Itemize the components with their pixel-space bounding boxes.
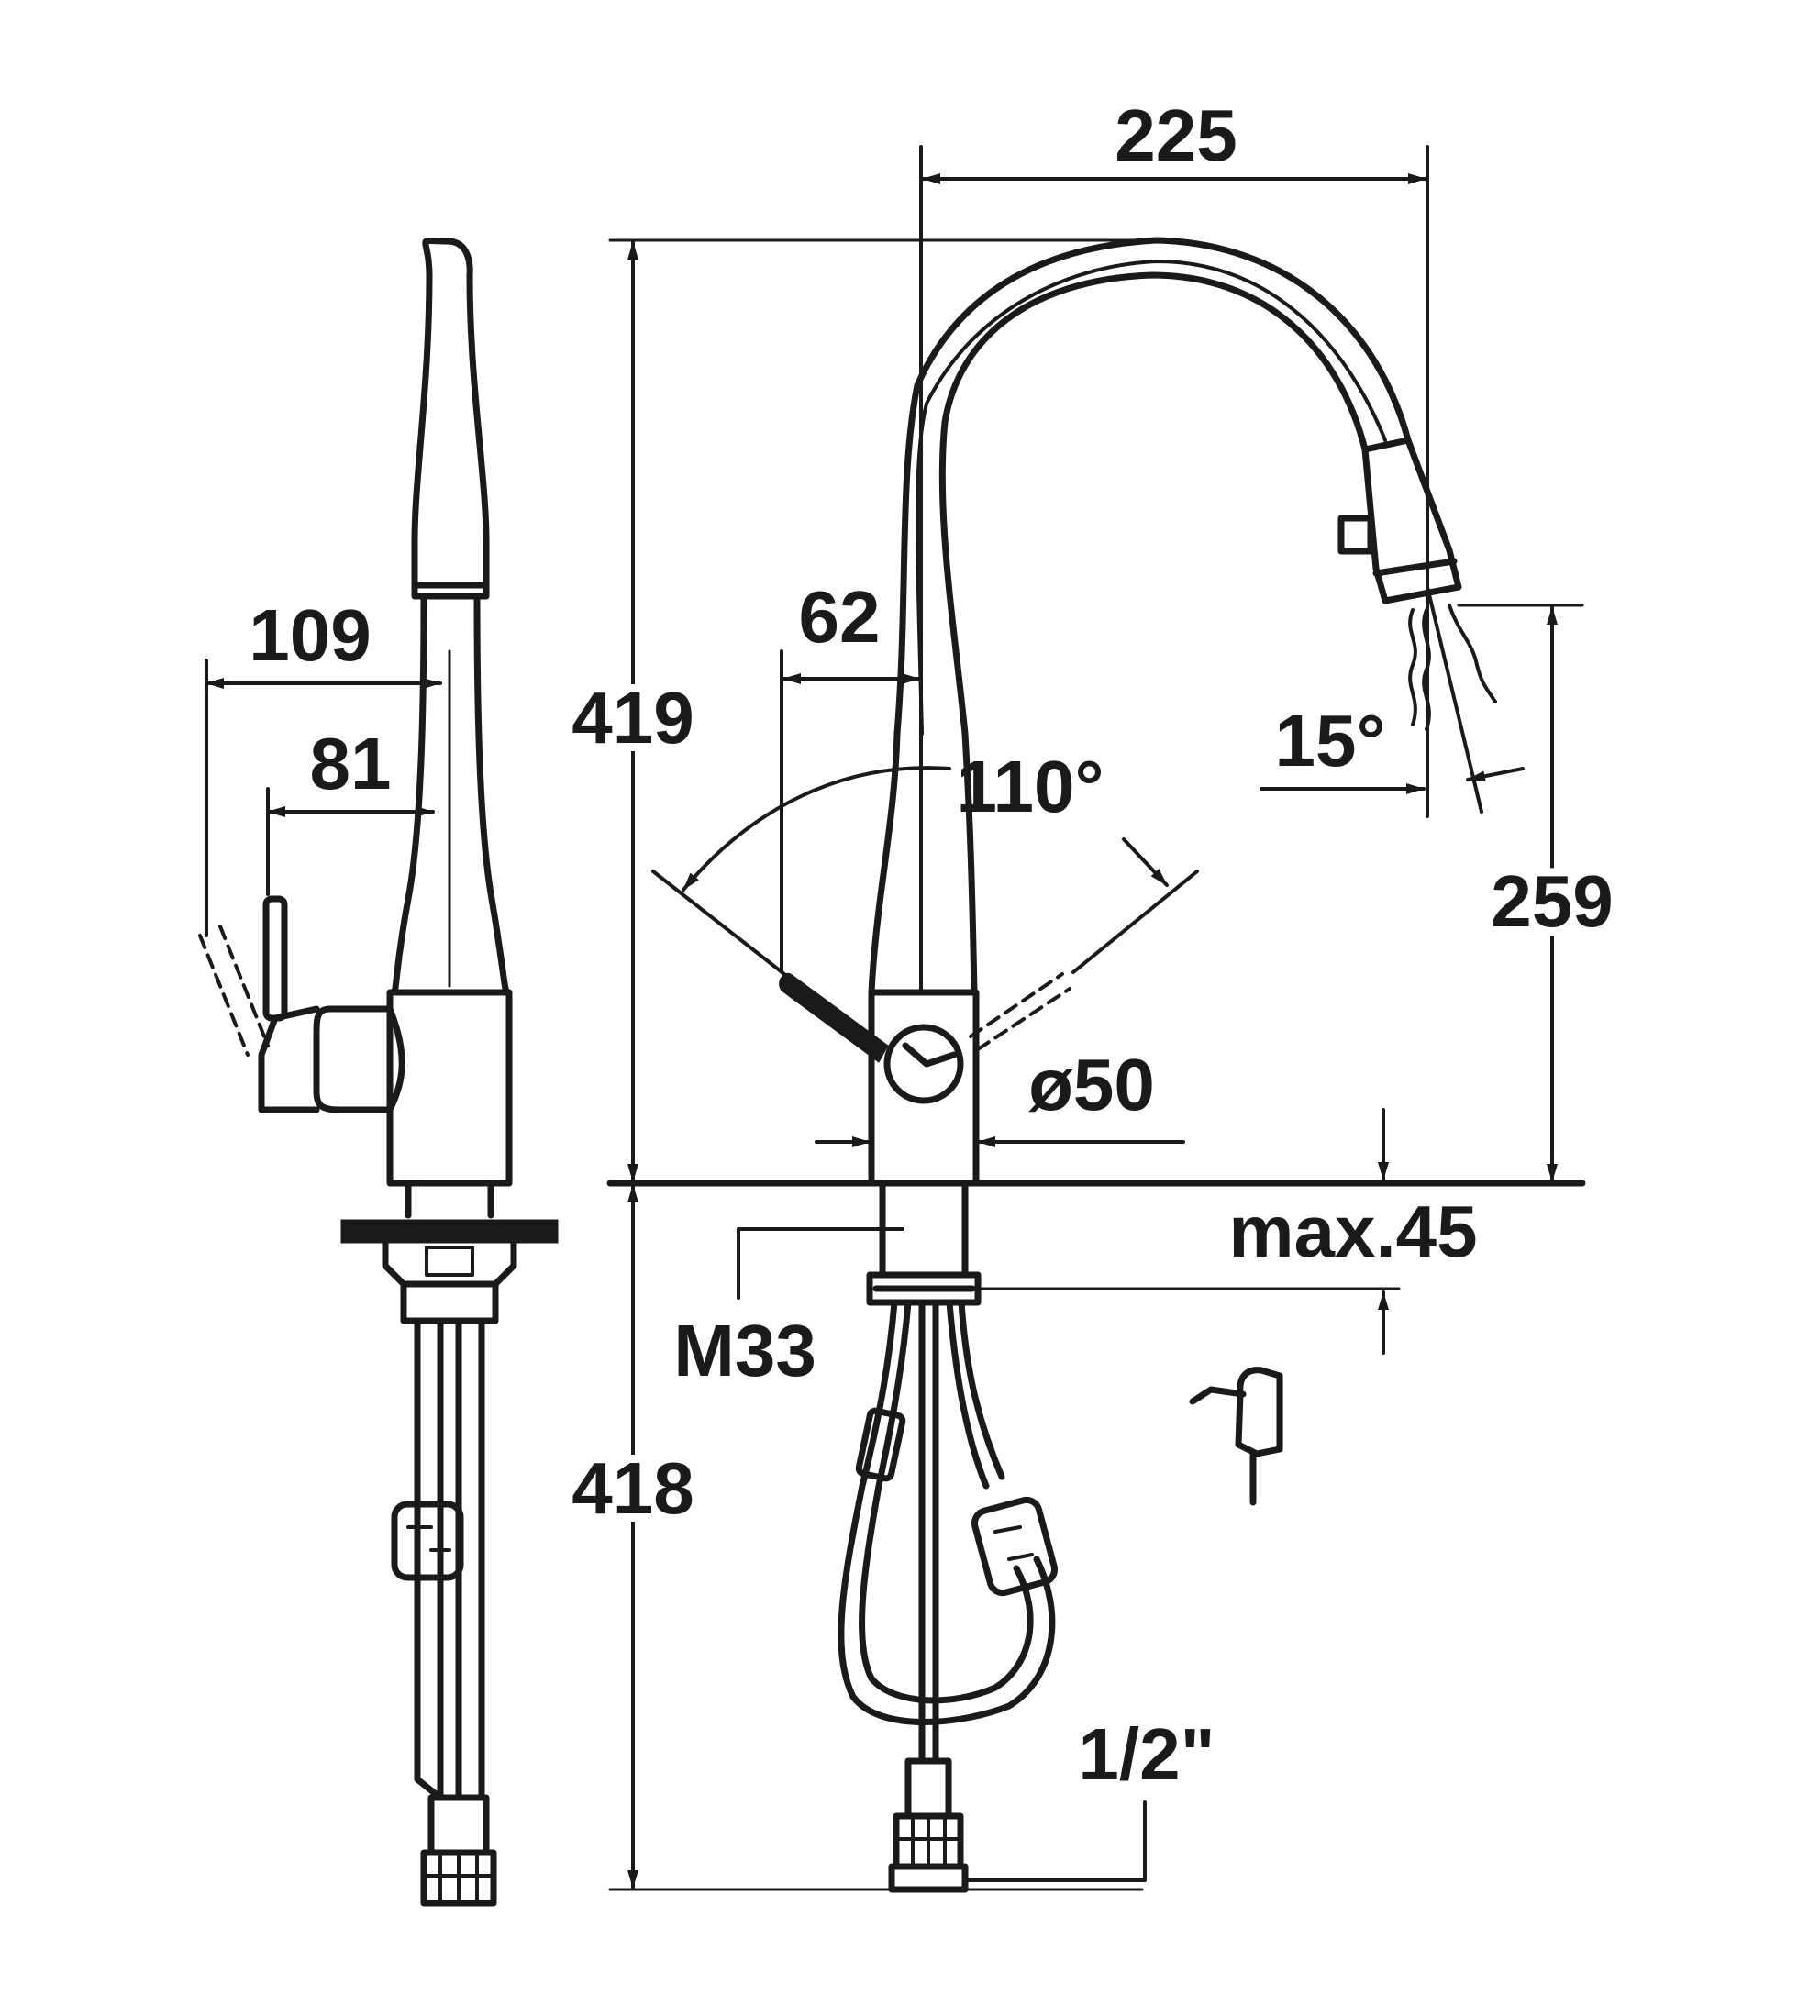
dimension-diameter-label: ø50 xyxy=(1028,1044,1155,1125)
dimension-109-label: 109 xyxy=(249,594,371,676)
dimension-15-angle: 15° xyxy=(1260,585,1525,814)
dimension-225-label: 225 xyxy=(1115,94,1237,176)
side-spray-head xyxy=(411,237,490,600)
front-view: 225 419 62 110° 15° xyxy=(563,94,1622,1893)
side-hoses xyxy=(391,1317,497,1907)
dimension-81: 81 xyxy=(266,723,435,896)
thread-label-leader: M33 xyxy=(673,1227,904,1391)
front-lever-hub xyxy=(883,1024,964,1104)
dimension-418-label: 418 xyxy=(572,1447,694,1529)
dimension-110-angle: 110° xyxy=(651,746,1199,976)
dimension-259: 259 xyxy=(1457,604,1622,1183)
connection-label-leader: 1/2" xyxy=(963,1713,1215,1882)
front-spray-head xyxy=(1361,437,1462,604)
water-stream xyxy=(1408,604,1497,731)
connection-label: 1/2" xyxy=(1078,1713,1215,1795)
dimension-62-label: 62 xyxy=(799,576,881,658)
thread-label: M33 xyxy=(673,1310,816,1391)
dimension-259-label: 259 xyxy=(1491,860,1613,942)
dimension-419: 419 xyxy=(563,240,703,1183)
side-body xyxy=(386,989,513,1187)
connector-detail xyxy=(1189,1367,1283,1506)
side-view: 109 81 xyxy=(198,237,559,1907)
dimension-110-label: 110° xyxy=(956,746,1104,827)
side-lever xyxy=(313,1005,405,1113)
dimension-15-label: 15° xyxy=(1275,700,1386,781)
dimension-62: 62 xyxy=(780,576,921,974)
dimension-81-label: 81 xyxy=(310,723,392,804)
front-hoses xyxy=(838,1299,1059,1893)
side-mounting-plate xyxy=(340,1219,559,1244)
dimension-max45: max.45 xyxy=(976,1108,1478,1355)
dimension-418: 418 xyxy=(563,1183,703,1889)
dimension-109: 109 xyxy=(205,594,442,937)
front-body xyxy=(868,989,980,1187)
front-lever xyxy=(779,972,889,1063)
dimension-225: 225 xyxy=(919,94,1429,992)
dimension-419-label: 419 xyxy=(572,677,694,759)
dimension-diameter: ø50 xyxy=(815,1044,1185,1147)
side-neck xyxy=(391,594,510,994)
dimension-max45-label: max.45 xyxy=(1228,1191,1477,1272)
